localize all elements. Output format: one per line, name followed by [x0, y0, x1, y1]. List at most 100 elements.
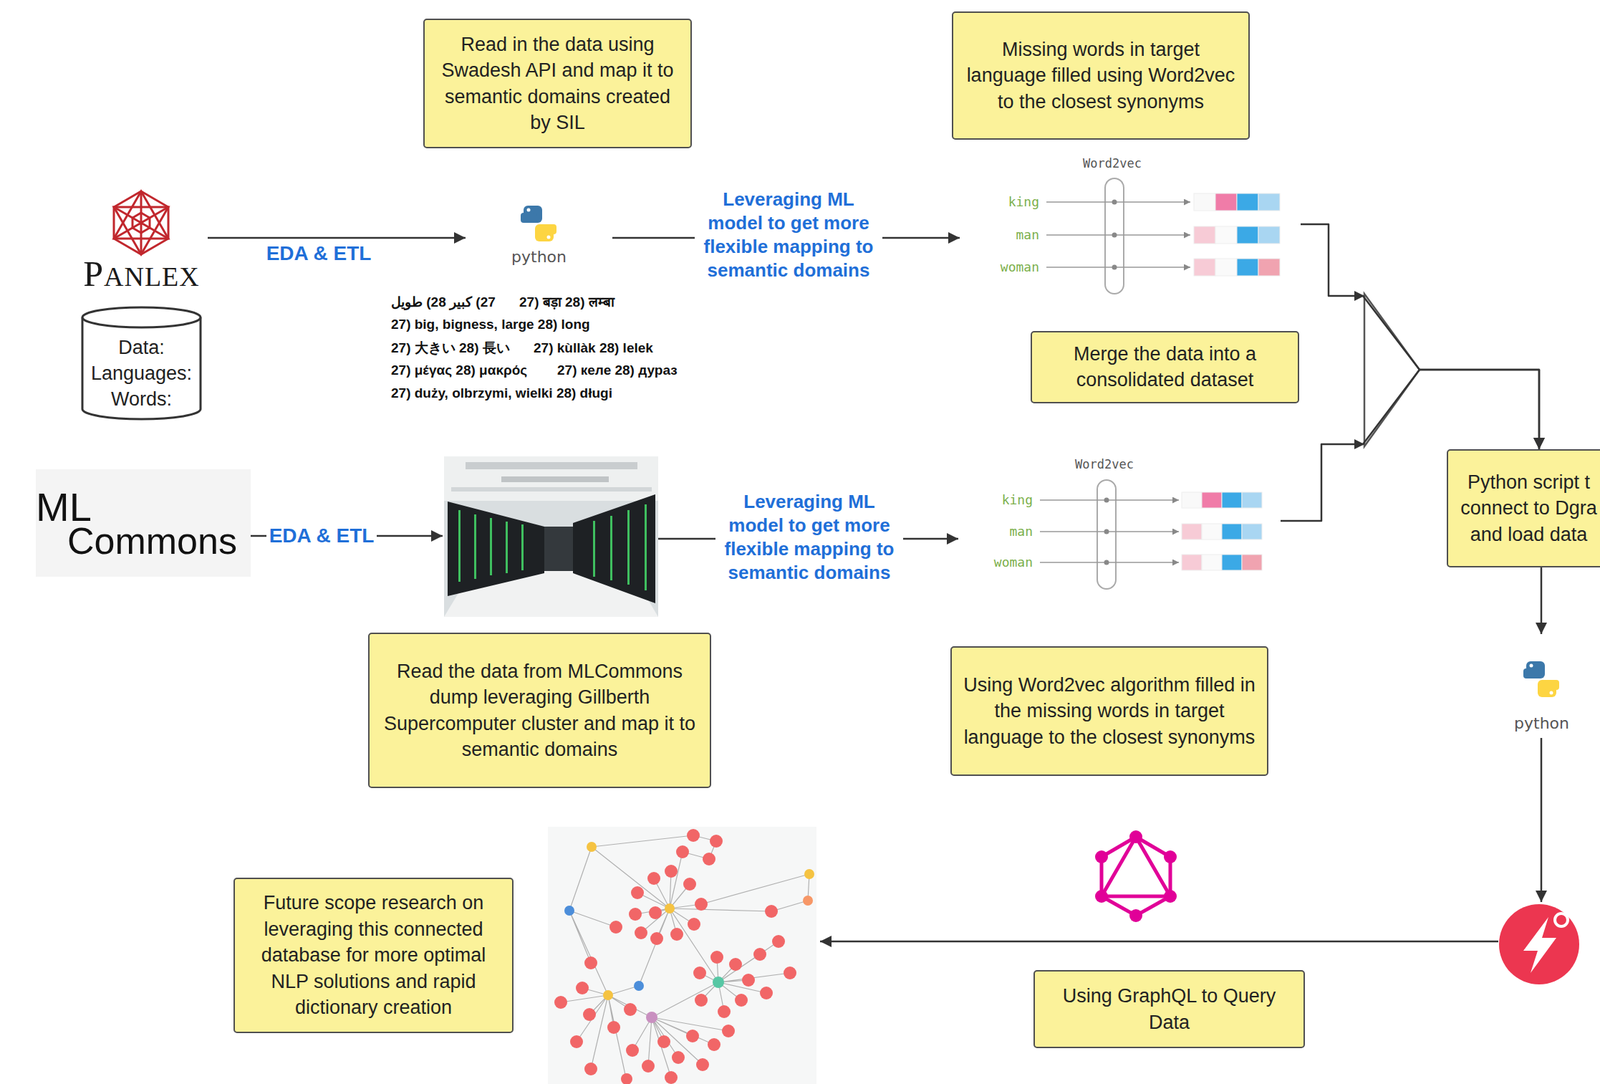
supercomputer-photo — [572, 494, 656, 604]
node-text: Word2vec — [1032, 455, 1177, 473]
graph-network-picture — [582, 1007, 596, 1021]
word2vec-figure-art — [1201, 554, 1222, 571]
edge-label: EDA & ETL — [263, 241, 375, 266]
graph-network-picture — [564, 905, 575, 916]
word2vec-figure-art — [1181, 492, 1202, 508]
graph-network-picture — [759, 986, 773, 1000]
note-box: Missing words in target language filled … — [951, 11, 1250, 140]
python-logo-mark — [1543, 679, 1560, 690]
word2vec-figure: Word2veckingmanwoman — [959, 151, 1301, 303]
word2vec-figure-art — [1193, 258, 1216, 276]
graph-network-picture — [707, 1037, 721, 1051]
merge-triangle — [1364, 293, 1420, 447]
graph-network-picture — [712, 976, 725, 988]
word2vec-figure-art — [1258, 226, 1280, 244]
graph-network-picture — [734, 993, 748, 1007]
note-box: Using GraphQL to Query Data — [1033, 969, 1305, 1048]
graph-network-picture — [664, 1070, 678, 1084]
graph-network-picture — [584, 956, 598, 970]
sample-word: 27) big, bigness, large 28) long — [391, 314, 591, 335]
node-text: Python script t connect to Dgra and load… — [1455, 469, 1600, 548]
flow-arrow — [820, 940, 1499, 943]
python-logo: python — [465, 204, 613, 271]
cylinder-outline — [82, 307, 201, 419]
word2vec-figure-art — [1215, 258, 1237, 276]
word2vec-figure-art — [1039, 499, 1179, 501]
graph-network-picture — [623, 1002, 637, 1016]
word2vec-figure-art — [1181, 492, 1262, 571]
graphql-logo — [1129, 830, 1143, 843]
supercomputer-photo — [610, 515, 613, 581]
connector-arrow — [1540, 567, 1543, 634]
graphql-logo — [1095, 850, 1108, 864]
graph-network-picture — [693, 966, 707, 980]
word2vec-figure-art — [1112, 264, 1118, 271]
word2vec-figure-art — [1039, 561, 1179, 563]
node-text: Using Word2vec algorithm filled in the m… — [963, 671, 1256, 750]
word2vec-figure-art — [1039, 479, 1262, 589]
node-text: woman — [959, 258, 1040, 276]
node-text: woman — [959, 553, 1033, 571]
note-box: Read in the data using Swadesh API and m… — [423, 18, 692, 149]
node-text: Word2vec — [1040, 154, 1184, 172]
graph-network-picture — [664, 864, 678, 878]
word2vec-figure-art — [1046, 201, 1191, 268]
supercomputer-photo — [458, 509, 461, 582]
node-text: Read in the data using Swadesh API and m… — [436, 31, 679, 137]
graph-network-picture — [753, 947, 767, 961]
word2vec-figure-art — [1039, 499, 1179, 563]
word2vec-figure-art — [1193, 193, 1216, 211]
node-text: Using GraphQL to Query Data — [1046, 982, 1293, 1035]
node-text: Future scope research on leveraging this… — [246, 889, 501, 1020]
graph-network-picture — [657, 1034, 671, 1048]
supercomputer-photo — [465, 461, 638, 470]
supercomputer-photo — [489, 517, 493, 576]
node-text: Missing words in target language filled … — [964, 36, 1237, 115]
graph-network-picture — [783, 966, 797, 980]
edge-label: Leveraging ML model to get more flexible… — [694, 187, 883, 283]
graph-network-picture — [676, 845, 689, 859]
cylinder-outline — [82, 317, 201, 328]
database-cylinder: Data:Languages:Words: — [80, 305, 202, 421]
word2vec-figure-art — [1104, 497, 1110, 566]
graphql-logo — [1095, 830, 1177, 922]
node-text: man — [959, 522, 1033, 541]
graphql-logo — [1095, 830, 1177, 922]
node-text: Languages: — [90, 360, 192, 387]
word2vec-figure-art — [1105, 178, 1124, 294]
word2vec-figure-art — [1112, 199, 1118, 205]
word2vec-figure-art — [1241, 523, 1262, 540]
supercomputer-photo — [444, 456, 659, 617]
node-text: python — [465, 247, 613, 268]
python-logo-mark — [520, 212, 537, 223]
python-logo-mark — [527, 208, 531, 212]
supercomputer-photo — [521, 524, 524, 571]
supercomputer-photo — [544, 526, 573, 571]
graph-network-picture — [625, 1043, 639, 1057]
word2vec-figure-art — [1046, 178, 1280, 294]
panlex-logo-mark — [113, 191, 169, 255]
graph-network-picture — [696, 1057, 710, 1071]
node-text: Words: — [111, 386, 172, 412]
node-text: python — [1489, 713, 1594, 734]
graph-network-picture — [647, 871, 661, 885]
python-logo-mark — [1523, 661, 1560, 697]
graph-network-picture — [686, 1029, 700, 1043]
python-logo-mark — [520, 205, 557, 242]
node-text: Commons — [67, 519, 247, 563]
node-text: Read the data from MLCommons dump levera… — [381, 658, 699, 763]
note-box: Using Word2vec algorithm filled in the m… — [950, 646, 1269, 776]
word2vec-figure-art — [1104, 529, 1110, 535]
word2vec-figure-art — [1046, 201, 1191, 203]
merge-triangle — [1354, 290, 1420, 450]
graph-network-picture — [641, 1059, 655, 1073]
supercomputer-photo — [444, 456, 659, 501]
python-logo-mark — [547, 235, 551, 240]
graph-network-picture — [633, 980, 644, 991]
graph-network-picture — [547, 826, 817, 1084]
supercomputer-photo — [627, 509, 630, 585]
graphql-logo — [1101, 836, 1171, 916]
supercomputer-photo — [505, 521, 508, 573]
word2vec-figure-art — [1236, 193, 1259, 211]
